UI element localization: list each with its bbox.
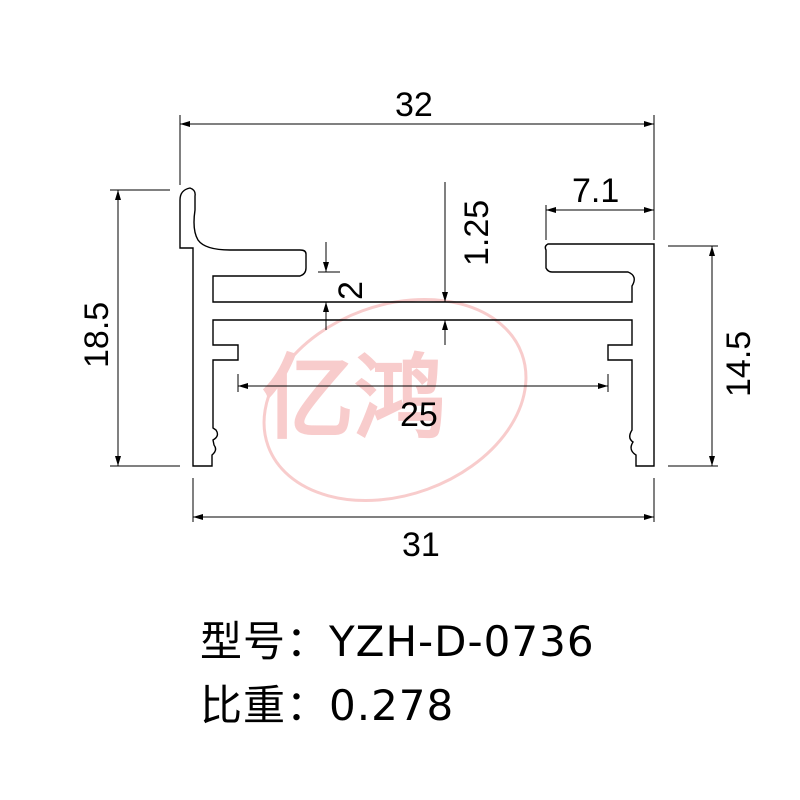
profile-outline — [179, 187, 655, 467]
dim-inner-channel-width — [237, 374, 609, 392]
dim-left-height — [110, 189, 180, 467]
dim-right-height — [668, 245, 718, 467]
weight-info: 比重：0.278 — [200, 672, 454, 733]
model-label: 型号： — [200, 617, 330, 666]
weight-label: 比重： — [200, 681, 330, 730]
dim-label-1-25: 1.25 — [458, 200, 496, 266]
dim-label-32: 32 — [395, 86, 433, 124]
dim-label-14-5: 14.5 — [720, 331, 758, 397]
watermark-text: 亿鸿 — [262, 345, 446, 452]
dim-label-25: 25 — [400, 396, 438, 434]
model-value: YZH-D-0736 — [329, 617, 595, 666]
dim-top-right-opening — [545, 205, 654, 240]
dim-overall-top-width — [179, 115, 655, 240]
dim-label-31: 31 — [402, 526, 440, 564]
dim-label-7-1: 7.1 — [572, 172, 619, 210]
dim-label-18-5: 18.5 — [78, 302, 116, 368]
watermark-logo: 亿鸿 — [262, 297, 528, 503]
weight-value: 0.278 — [329, 681, 455, 730]
dim-label-2: 2 — [332, 281, 370, 300]
dim-overall-bottom-width — [192, 478, 655, 522]
model-info: 型号：YZH-D-0736 — [200, 608, 595, 669]
dim-gap-height — [318, 242, 340, 330]
